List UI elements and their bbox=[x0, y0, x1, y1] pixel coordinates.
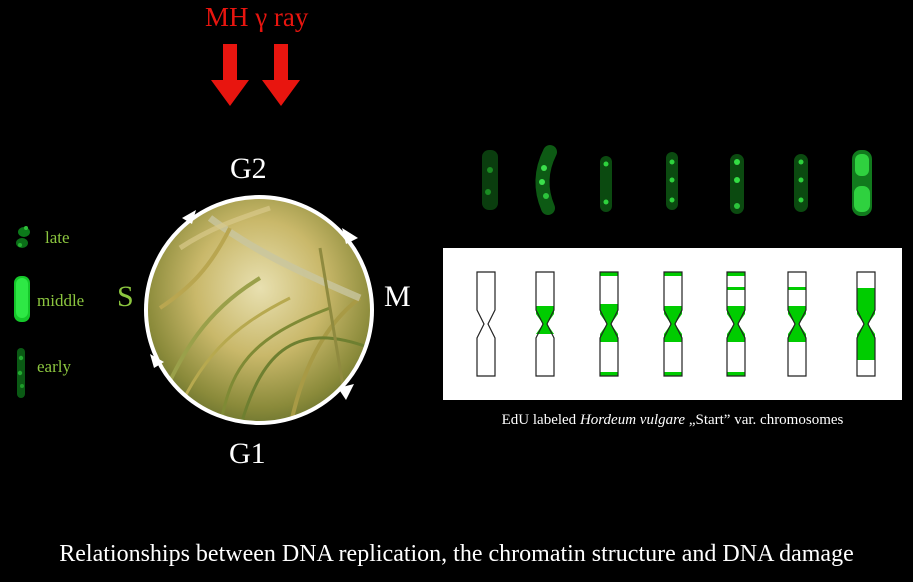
edu-label-centromere bbox=[727, 314, 745, 334]
phase-label-m: M bbox=[384, 280, 411, 313]
replication-legend-images bbox=[14, 226, 30, 398]
schematic-chromosome bbox=[663, 271, 683, 377]
schematic-chromosome bbox=[787, 271, 807, 377]
schematic-chromosome bbox=[726, 271, 746, 377]
edu-label-band bbox=[600, 272, 618, 276]
edu-label-band bbox=[727, 334, 745, 342]
down-arrow-icon bbox=[211, 44, 249, 106]
legend-label-middle: middle bbox=[37, 291, 85, 310]
micrograph-chromosome bbox=[852, 150, 872, 216]
legend-label-late: late bbox=[45, 228, 70, 247]
legend-label-early: early bbox=[37, 357, 71, 376]
edu-label-centromere bbox=[788, 314, 806, 334]
caption-species: Hordeum vulgare bbox=[579, 412, 686, 428]
footer-caption: Relationships between DNA replication, t… bbox=[59, 541, 854, 567]
edu-label-band bbox=[664, 272, 682, 276]
edu-label-band bbox=[664, 372, 682, 376]
caption-suffix: „Start” var. chromosomes bbox=[685, 412, 844, 428]
chromosome-late-image bbox=[16, 226, 30, 248]
caption-prefix: EdU labeled bbox=[501, 412, 580, 428]
edu-label-band bbox=[857, 288, 875, 314]
edu-label-band bbox=[664, 334, 682, 342]
phase-label-g2: G2 bbox=[230, 152, 267, 185]
chromosome-outline bbox=[726, 271, 746, 377]
chromosome-caption: EdU labeled Hordeum vulgare „Start” var.… bbox=[443, 412, 902, 429]
phase-label-s: S bbox=[117, 280, 134, 313]
edu-label-centromere bbox=[600, 314, 618, 334]
edu-label-centromere bbox=[857, 314, 875, 334]
edu-label-band bbox=[788, 287, 806, 290]
cell-cycle-ring bbox=[144, 195, 374, 425]
schematic-chromosome bbox=[856, 271, 876, 377]
edu-label-band bbox=[727, 272, 745, 276]
cycle-arrow-icon bbox=[182, 210, 196, 224]
cycle-arrow-icon bbox=[342, 228, 358, 244]
chromosome-schematics bbox=[476, 271, 876, 377]
chromosome-early-image bbox=[17, 348, 25, 398]
chromosome-micrographs bbox=[482, 145, 872, 216]
treatment-arrows bbox=[211, 44, 300, 106]
micrograph-chromosome bbox=[535, 145, 557, 215]
micrograph-chromosome bbox=[482, 150, 498, 210]
chromosome-outline bbox=[476, 271, 496, 377]
edu-label-centromere bbox=[536, 314, 554, 334]
edu-label-band bbox=[727, 306, 745, 314]
edu-label-band bbox=[536, 306, 554, 314]
chromosome-outline bbox=[787, 271, 807, 377]
down-arrow-icon bbox=[262, 44, 300, 106]
edu-label-band bbox=[788, 306, 806, 314]
schematic-chromosome bbox=[476, 271, 496, 377]
micrograph-chromosome bbox=[730, 154, 744, 214]
cell-cycle-diagram bbox=[144, 195, 374, 425]
chromosome-outline bbox=[663, 271, 683, 377]
chromosome-outline bbox=[599, 271, 619, 377]
cycle-arrow-icon bbox=[150, 354, 164, 368]
chromosome-outline bbox=[856, 271, 876, 377]
edu-label-centromere bbox=[664, 314, 682, 334]
schematic-chromosome bbox=[535, 271, 555, 377]
edu-label-band bbox=[857, 334, 875, 360]
edu-label-band bbox=[600, 334, 618, 342]
micrograph-chromosome bbox=[794, 154, 808, 212]
edu-label-band bbox=[664, 306, 682, 314]
micrograph-chromosome bbox=[666, 152, 678, 210]
micrograph-chromosome bbox=[600, 156, 612, 212]
chromosome-outline bbox=[535, 271, 555, 377]
edu-label-band bbox=[727, 372, 745, 376]
cycle-arrow-icon bbox=[338, 384, 354, 400]
edu-label-band bbox=[600, 304, 618, 314]
treatment-label: MH γ ray bbox=[205, 2, 309, 32]
phase-label-g1: G1 bbox=[229, 437, 266, 470]
edu-label-band bbox=[600, 372, 618, 376]
chromosome-schematic-panel bbox=[443, 248, 902, 400]
edu-label-band bbox=[727, 287, 745, 290]
chromosome-middle-image bbox=[14, 276, 30, 322]
barley-field-image bbox=[146, 197, 372, 423]
schematic-chromosome bbox=[599, 271, 619, 377]
edu-label-band bbox=[788, 334, 806, 342]
